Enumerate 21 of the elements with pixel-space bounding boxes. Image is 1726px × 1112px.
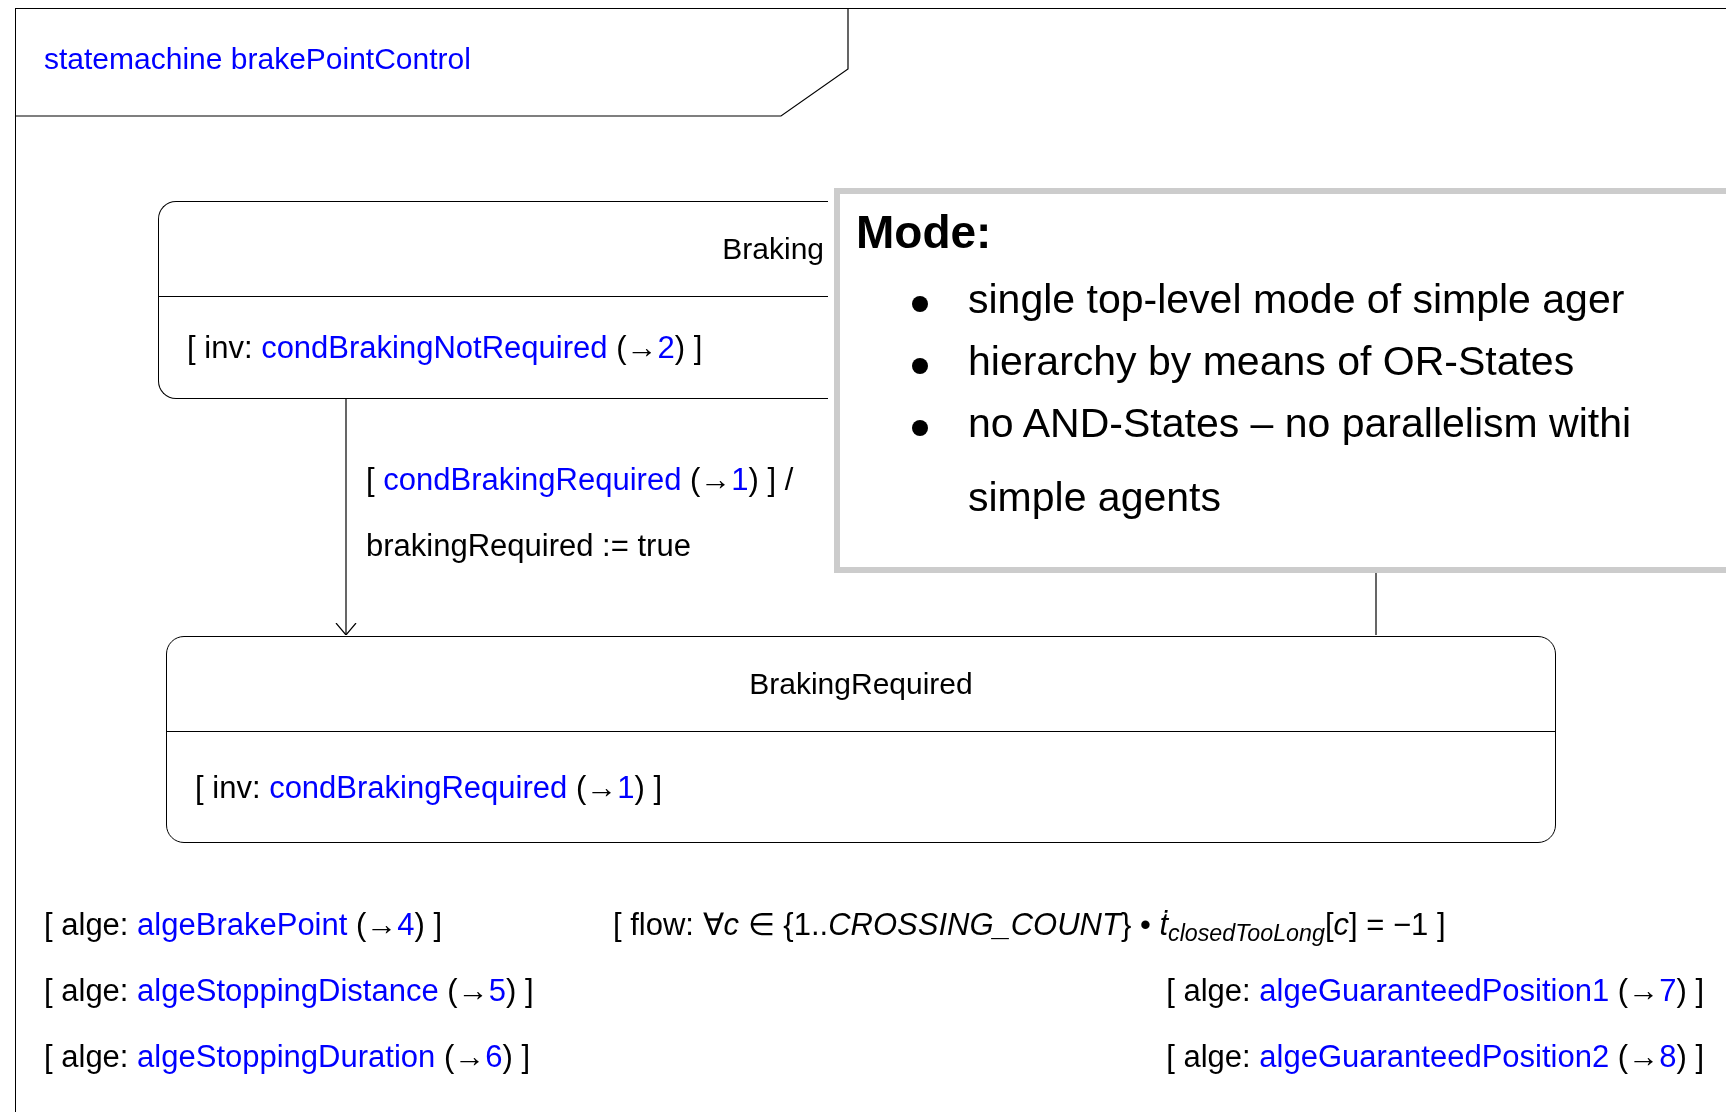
- state-machine-frame: [15, 8, 1726, 1112]
- transition-arrow: [335, 397, 357, 636]
- state-box: [158, 201, 828, 399]
- state-box: [166, 636, 1556, 843]
- invariant-text: [ inv: condBrakingNotRequired (→2) ]: [187, 332, 703, 363]
- note-callout: [834, 188, 1726, 573]
- invariant-text: [ inv: condBrakingRequired (→1) ]: [195, 771, 663, 803]
- algebraic-constraint: [ alge: algeStoppingDuration (→6) ]: [44, 1038, 531, 1076]
- frame-title: statemachine brakePointControl: [44, 44, 471, 74]
- algebraic-constraint: [ alge: algeGuaranteedPosition1 (→7) ]: [1166, 972, 1704, 1010]
- flow-constraint: [ flow: ∀c ∈ {1..CROSSING_COUNT} • ṫ$_{closedTooLong}$[c] = −1 ]: [613, 906, 1446, 945]
- bullet-text: hierarchy by means of OR-States: [968, 337, 1576, 386]
- algebraic-constraint: [ alge: algeGuaranteedPosition2 (→8) ]: [1166, 1038, 1704, 1076]
- bullet-text: single top-level mode of simple ager: [968, 275, 1626, 324]
- transition-label: [ condBrakingRequired (→1) ] / brakingRequired := true: [366, 461, 795, 565]
- bullet-text: no AND-States – no parallelism withi simple agents: [968, 399, 1633, 522]
- algebraic-constraint: [ alge: algeBrakePoint (→4) ]: [44, 906, 443, 944]
- algebraic-constraint: [ alge: algeStoppingDistance (→5) ]: [44, 972, 534, 1010]
- state-name: Braking: [722, 234, 824, 264]
- state-name: BrakingRequired: [749, 669, 973, 699]
- note-heading: Mode:: [856, 205, 993, 260]
